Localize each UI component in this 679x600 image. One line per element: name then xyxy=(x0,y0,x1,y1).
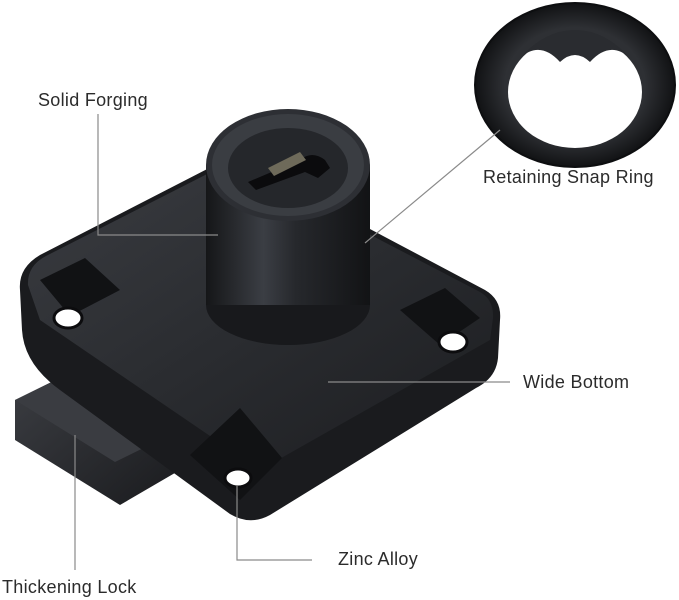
lock-cylinder xyxy=(206,109,370,345)
leader-zinc-alloy xyxy=(236,485,312,561)
label-retaining-snap-ring: Retaining Snap Ring xyxy=(483,167,654,187)
snap-ring xyxy=(474,2,676,168)
label-zinc-alloy: Zinc Alloy xyxy=(338,549,419,569)
leader-lines xyxy=(74,114,510,570)
label-wide-bottom: Wide Bottom xyxy=(523,372,630,392)
label-solid-forging: Solid Forging xyxy=(38,90,148,110)
leader-solid-forging xyxy=(97,114,218,236)
leader-snap-ring xyxy=(364,129,501,244)
label-thickening-lock: Thickening Lock xyxy=(2,577,137,597)
base-plate xyxy=(19,161,501,521)
